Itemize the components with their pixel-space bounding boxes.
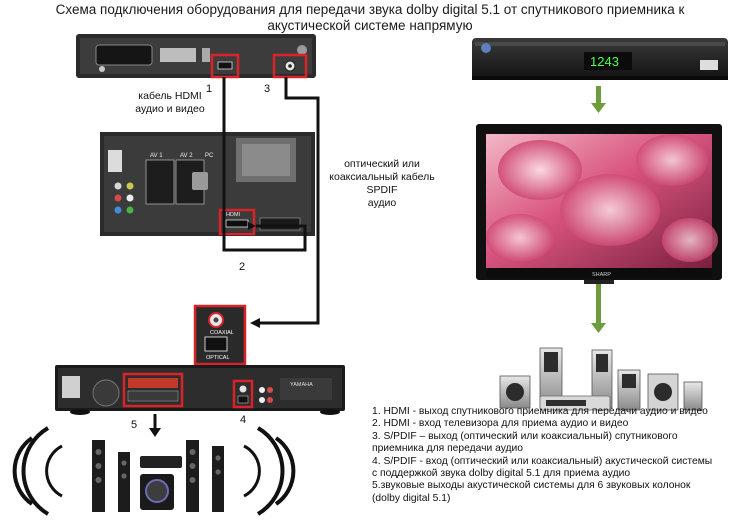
receiver-front-panel: [472, 38, 728, 80]
tv-rear-panel: [100, 132, 315, 236]
title-line-2: акустической системе напрямую: [267, 18, 473, 33]
amp-spdif-highlight: [232, 379, 254, 409]
tv-panel-av1-label: AV 1: [150, 153, 163, 159]
marker-receiver-hdmi: 1: [206, 83, 213, 95]
tv-brand-label: SHARP: [592, 272, 611, 278]
tv-hdmi-highlight: [218, 208, 256, 236]
spdif-cable-arrowhead: [250, 318, 260, 328]
marker-receiver-spdif: 3: [264, 83, 271, 95]
arrow-tv-to-speakers: [596, 284, 601, 324]
tv-panel-av2-label: AV 2: [180, 153, 193, 159]
legend-line-6: с поддержкой звука dolby digital 5.1 для…: [372, 468, 631, 480]
legend-line-2: 2. HDMI - вход телевизора для приема ауд…: [372, 418, 629, 430]
legend-line-5: 4. S/PDIF - вход (оптический или коаксиа…: [372, 455, 713, 467]
av-amplifier-rear: [55, 365, 345, 415]
hdmi-cable-label-line-2: аудио и видео: [135, 103, 205, 115]
hdmi-cable-arrowhead: [248, 222, 256, 230]
legend: 1. HDMI - выход спутникового приемника д…: [372, 406, 732, 505]
hdmi-cable-label: кабель HDMI аудио и видео: [120, 90, 220, 116]
amp-speaker-out-highlight: [122, 372, 184, 408]
speaker-feed-arrowhead: [149, 428, 161, 437]
marker-amp-spdif: 4: [240, 414, 247, 426]
marker-tv-hdmi: 2: [239, 261, 246, 273]
spdif-cable-label-line-3: SPDIF: [366, 184, 398, 196]
amp-brand-label: YAMAHA: [290, 382, 313, 388]
legend-line-4: приемника для передачи аудио: [372, 443, 523, 455]
hdmi-cable: [222, 77, 307, 252]
coaxial-label: COAXIAL: [210, 330, 234, 336]
home-theatre-set-right: [499, 347, 703, 411]
speaker-set-left: [12, 426, 296, 516]
receiver-rear-panel: [76, 34, 316, 79]
spdif-cable-label-line-2: коаксиальный кабель: [329, 171, 435, 183]
legend-line-1: 1. HDMI - выход спутникового приемника д…: [372, 406, 708, 417]
diagram-title: Схема подключения оборудования для перед…: [40, 2, 700, 34]
spdif-cable: [258, 77, 320, 325]
receiver-spdif-highlight: [272, 53, 308, 79]
spdif-cable-label-line-1: оптический или: [344, 158, 420, 170]
tv-panel-pc-label: PC: [205, 153, 214, 159]
spdif-input-inset: [193, 304, 247, 366]
title-line-1: Схема подключения оборудования для перед…: [55, 2, 685, 17]
receiver-display-readout: 1243: [590, 54, 619, 69]
hdmi-cable-label-line-1: кабель HDMI: [138, 90, 202, 102]
spdif-cable-label-line-4: аудио: [367, 197, 397, 209]
legend-line-3: 3. S/PDIF – выход (оптический или коакси…: [372, 430, 678, 442]
marker-amp-speaker-out: 5: [131, 419, 138, 431]
legend-line-8: (dolby digital 5.1): [372, 492, 451, 504]
optical-label: OPTICAL: [206, 355, 230, 361]
tv-panel-hdmi-label: HDMI: [226, 212, 241, 218]
legend-line-7: 5.звуковые выходы акустической системы д…: [372, 480, 691, 492]
tv-front: [476, 124, 722, 284]
arrow-receiver-to-tv: [596, 86, 601, 104]
spdif-cable-label: оптический или коаксиальный кабель SPDIF…: [322, 158, 442, 210]
